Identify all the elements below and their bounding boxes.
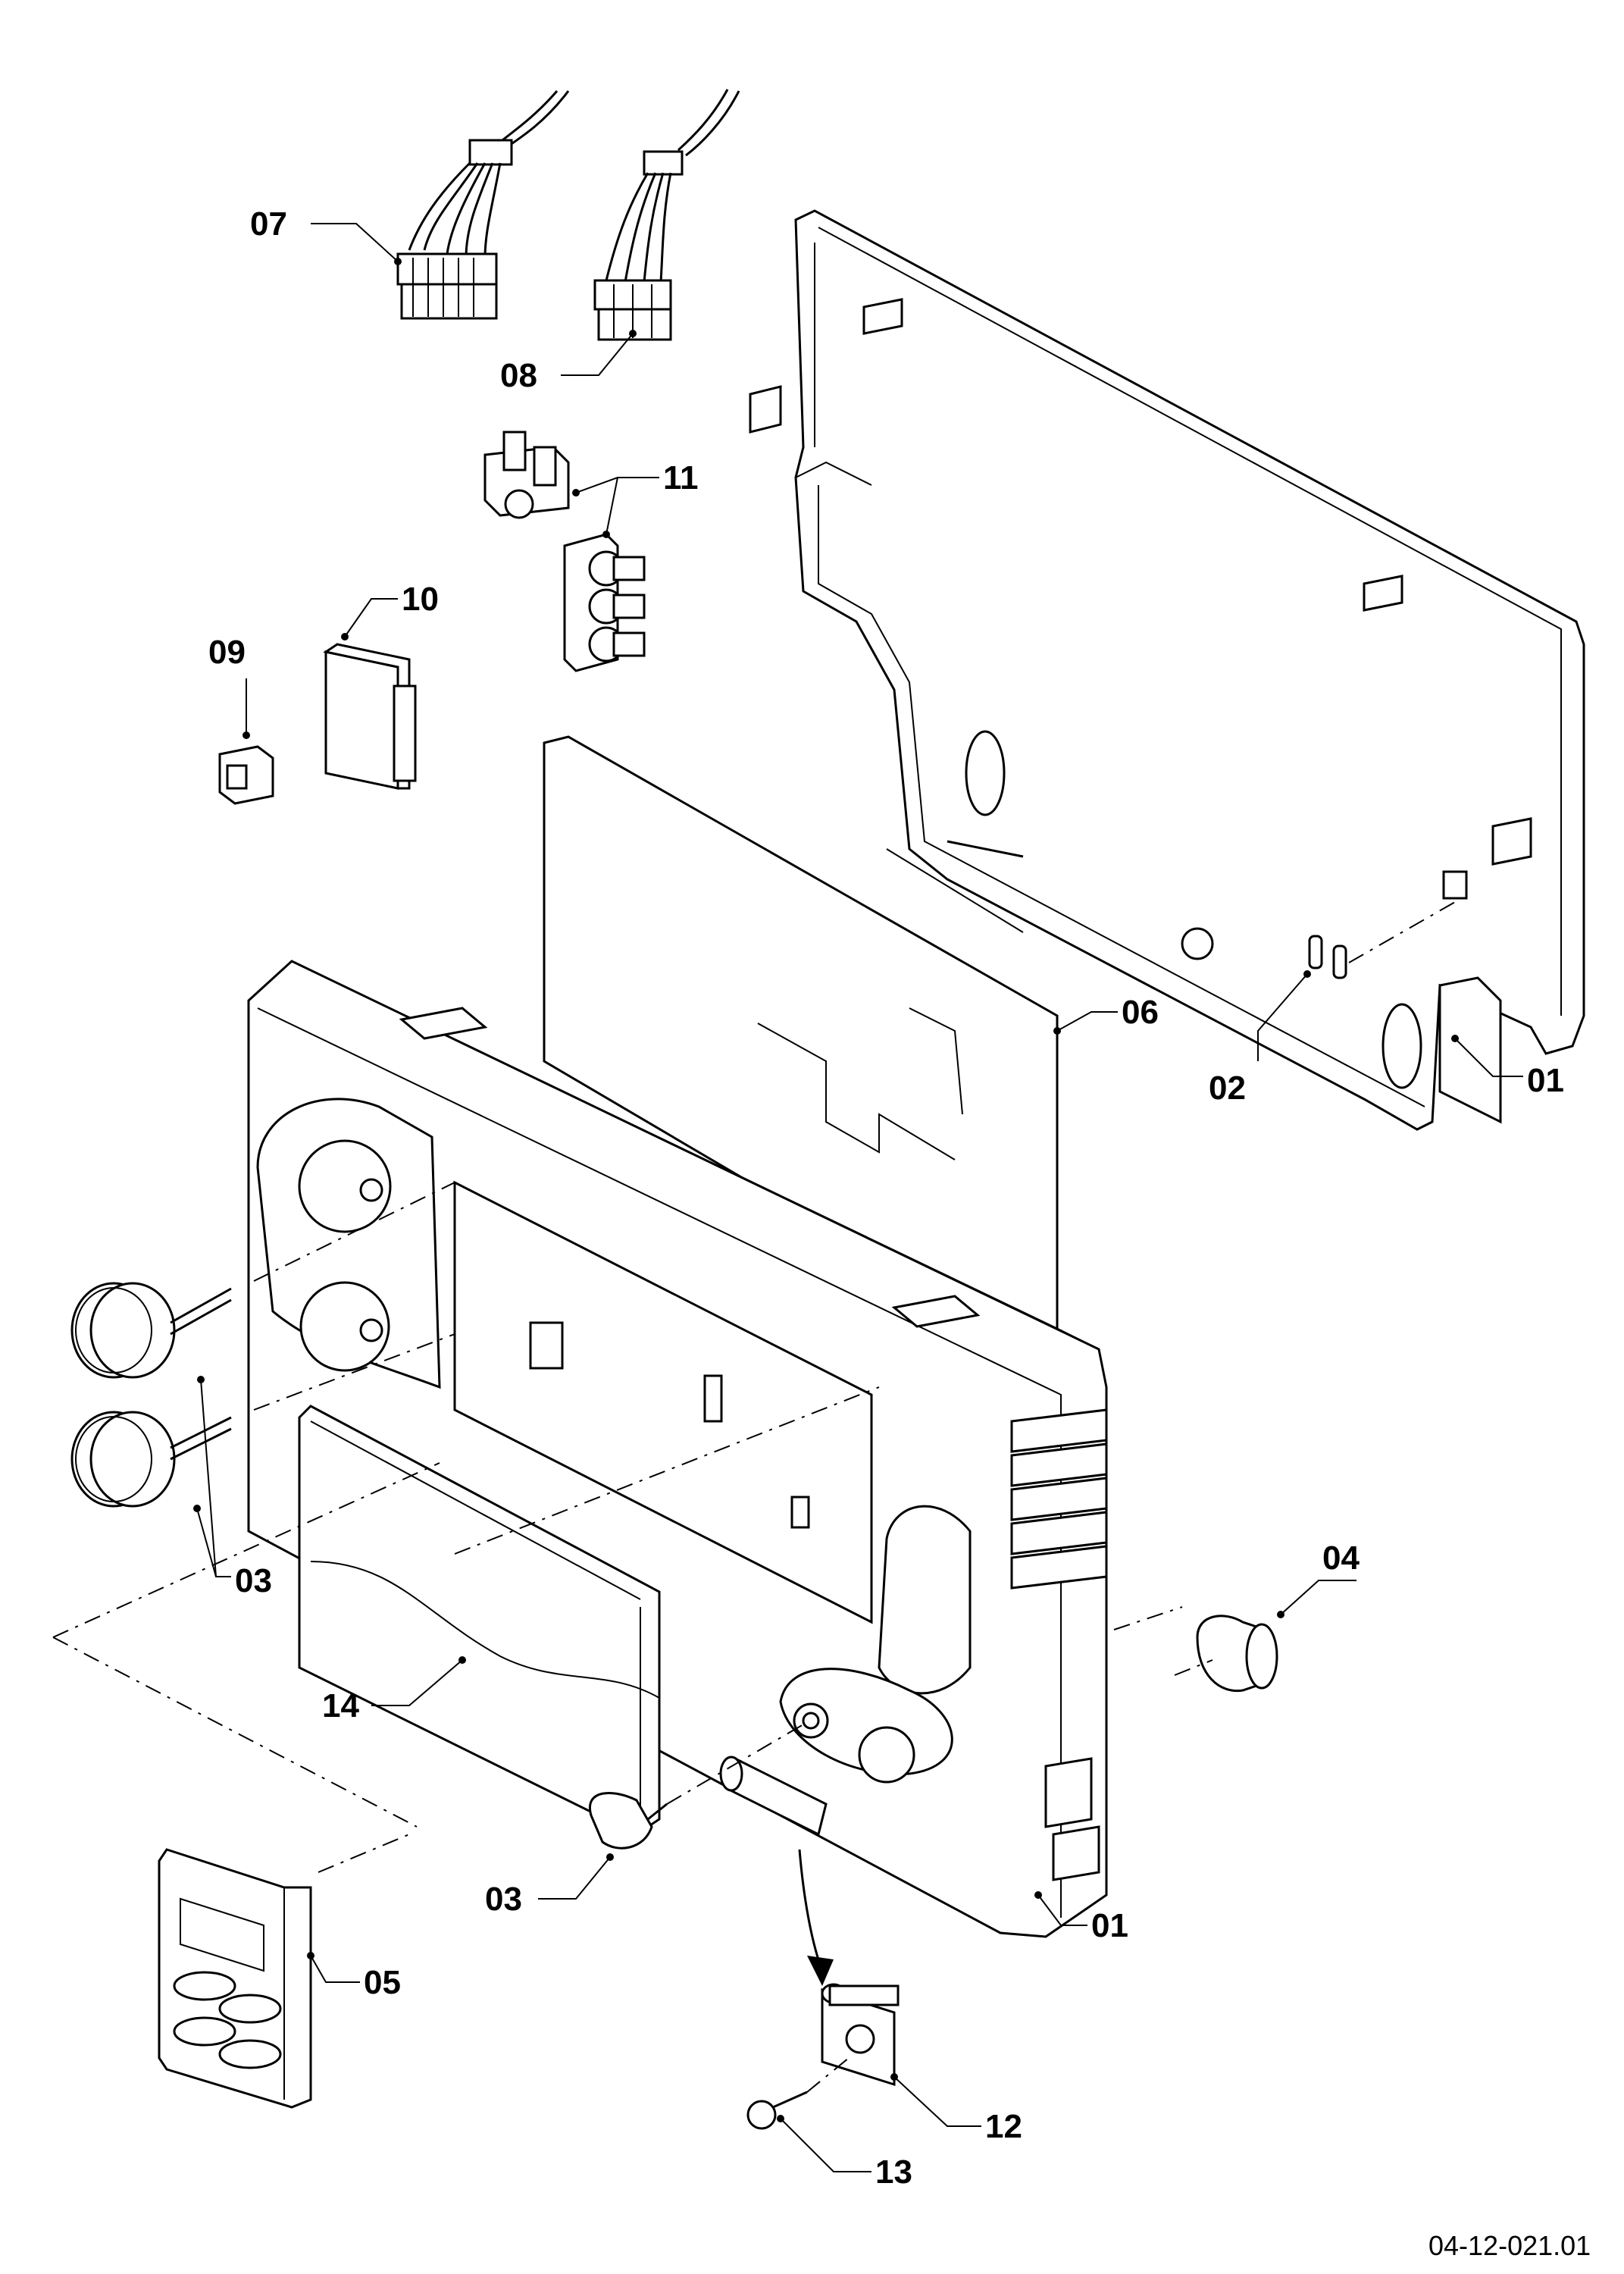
callout-11: 11: [663, 459, 699, 496]
display-module-05: [158, 1848, 312, 2109]
cover-flap-14: [298, 1405, 661, 1836]
callout-13: 13: [875, 2153, 912, 2191]
callout-12: 12: [985, 2108, 1022, 2145]
callout-01-front: 01: [1091, 1907, 1128, 1944]
knobs-03: [70, 1282, 668, 1850]
callout-03-small-knob: 03: [485, 1881, 522, 1918]
drawing-number: 04-12-021.01: [1428, 2230, 1591, 2261]
callout-04: 04: [1322, 1539, 1360, 1577]
callout-10: 10: [402, 581, 439, 618]
wiring-harness-08: [593, 89, 740, 341]
clip-09: [218, 745, 274, 805]
callout-07: 07: [250, 205, 287, 243]
leader-lines: [193, 223, 1523, 2172]
callout-03-knobs: 03: [235, 1562, 272, 1599]
callout-02: 02: [1209, 1070, 1246, 1107]
card-module-10: [323, 643, 417, 790]
callout-14: 14: [322, 1687, 359, 1724]
front-housing-01: [247, 960, 1108, 1938]
alignment-lines: [52, 1182, 880, 1873]
plug-04: [1113, 1606, 1278, 1693]
fuses-02: [1308, 901, 1456, 979]
callout-09: 09: [208, 634, 246, 671]
callout-05: 05: [364, 1964, 401, 2001]
assembly-arrow-icon: [798, 1849, 834, 1986]
callout-06: 06: [1122, 994, 1159, 1031]
callout-01-rear: 01: [1527, 1062, 1564, 1099]
rear-housing-01: [749, 209, 1585, 1131]
screw-13: [746, 2057, 850, 2130]
bracket-12: [821, 1983, 900, 2087]
cylinder-pin: [719, 1756, 828, 1837]
wiring-harness-07: [396, 90, 570, 320]
terminal-block-11: [483, 431, 646, 672]
callout-08: 08: [500, 357, 537, 394]
